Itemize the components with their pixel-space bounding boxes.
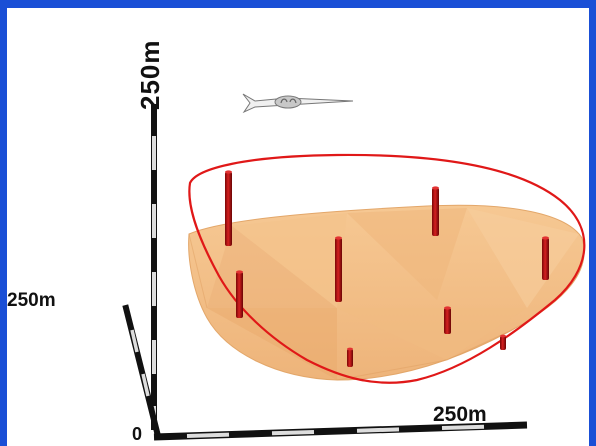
3d-scene xyxy=(122,93,586,441)
x-axis xyxy=(153,421,528,441)
z-axis-label: 250m xyxy=(135,39,165,111)
pillar xyxy=(432,186,439,236)
x-axis-label: 250m xyxy=(433,403,487,426)
y-axis xyxy=(122,304,161,436)
pillar xyxy=(444,306,451,334)
pillar xyxy=(335,236,342,302)
pillar xyxy=(500,334,506,350)
pillar xyxy=(542,236,549,280)
pillar xyxy=(225,170,232,246)
pillar xyxy=(236,270,243,318)
z-axis xyxy=(151,104,157,430)
viewport: 250m 250m 250m 0 xyxy=(7,8,589,446)
boundary-outline xyxy=(188,153,586,384)
pillar xyxy=(347,347,353,367)
compass-arrow-icon xyxy=(242,93,354,114)
y-axis-label: 250m xyxy=(7,290,56,311)
terrain-surface xyxy=(188,204,585,381)
pillars xyxy=(225,170,549,367)
origin-label: 0 xyxy=(132,424,143,444)
